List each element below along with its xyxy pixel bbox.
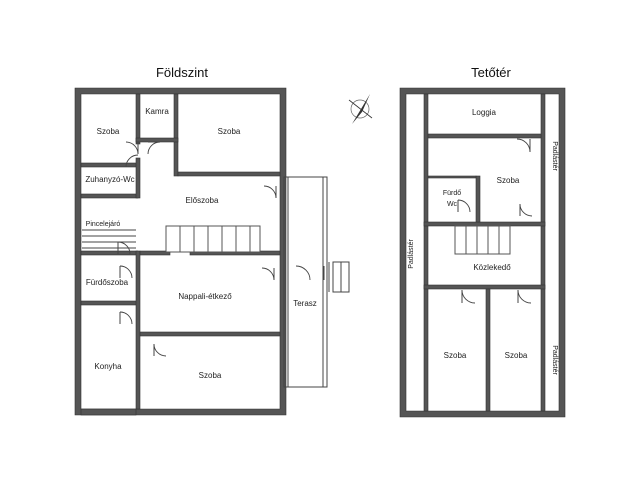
room-label-loggia: Loggia: [472, 108, 497, 117]
room-label-szoba-n: Szoba: [497, 176, 520, 185]
ground-interior-walls: [80, 93, 281, 416]
ground-floor-plan: Földszint: [74, 65, 350, 416]
room-label-kozlekedo: Közlekedő: [473, 263, 511, 272]
room-label-furdo: Fürdő: [443, 190, 461, 197]
room-label-furdoszoba: Fürdőszoba: [86, 278, 129, 287]
attic-title: Tetőtér: [471, 65, 511, 80]
room-label-padlaster-w: Padlástér: [408, 239, 415, 269]
room-label-padlaster-ne: Padlástér: [551, 141, 558, 171]
room-label-wc: Wc: [447, 201, 458, 208]
ground-staircase: [165, 225, 261, 253]
terrace-steps: [328, 261, 350, 293]
room-label-szoba-s: Szoba: [199, 371, 222, 380]
terrace-outline: [283, 176, 328, 388]
cellar-staircase: [82, 229, 136, 249]
room-label-nappali-etkezo: Nappali-étkező: [178, 292, 232, 301]
room-label-pincelejaro: Pincelejáró: [86, 221, 121, 228]
room-label-szoba-nw: Szoba: [97, 127, 120, 136]
room-label-konyha: Konyha: [94, 362, 122, 371]
room-label-terasz: Terasz: [293, 299, 317, 308]
room-label-kamra: Kamra: [145, 107, 169, 116]
room-label-padlaster-se: Padlástér: [551, 345, 558, 375]
room-label-szoba-ne: Szoba: [218, 127, 241, 136]
room-label-zuhanyzo-wc: Zuhanyzó-Wc: [85, 175, 134, 184]
room-label-szoba-se: Szoba: [505, 351, 528, 360]
room-label-szoba-sw: Szoba: [444, 351, 467, 360]
attic-floor-plan: Tetőtér: [399, 65, 566, 418]
attic-doors: [457, 138, 533, 304]
attic-outer-wall: [399, 87, 566, 418]
ground-doors: [117, 141, 325, 357]
attic-staircase: [454, 225, 511, 255]
room-label-eloszoba: Előszoba: [186, 196, 219, 205]
ground-floor-title: Földszint: [156, 65, 208, 80]
north-arrow-icon: [348, 94, 373, 124]
